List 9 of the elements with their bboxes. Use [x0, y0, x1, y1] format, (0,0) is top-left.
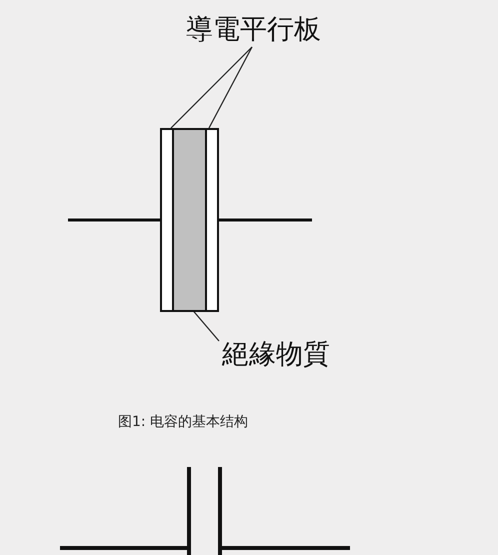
leader-line — [208, 46, 253, 128]
conductive-plate — [205, 128, 219, 312]
figure-caption: 图1: 电容的基本结构 — [118, 413, 248, 431]
callout-label: 導電平行板 — [186, 16, 346, 46]
conductive-plate — [160, 128, 174, 312]
callout-label: 絕緣物質 — [222, 341, 347, 373]
leader-line — [170, 46, 252, 128]
leader-line — [192, 310, 220, 342]
dielectric-layer — [174, 128, 205, 312]
